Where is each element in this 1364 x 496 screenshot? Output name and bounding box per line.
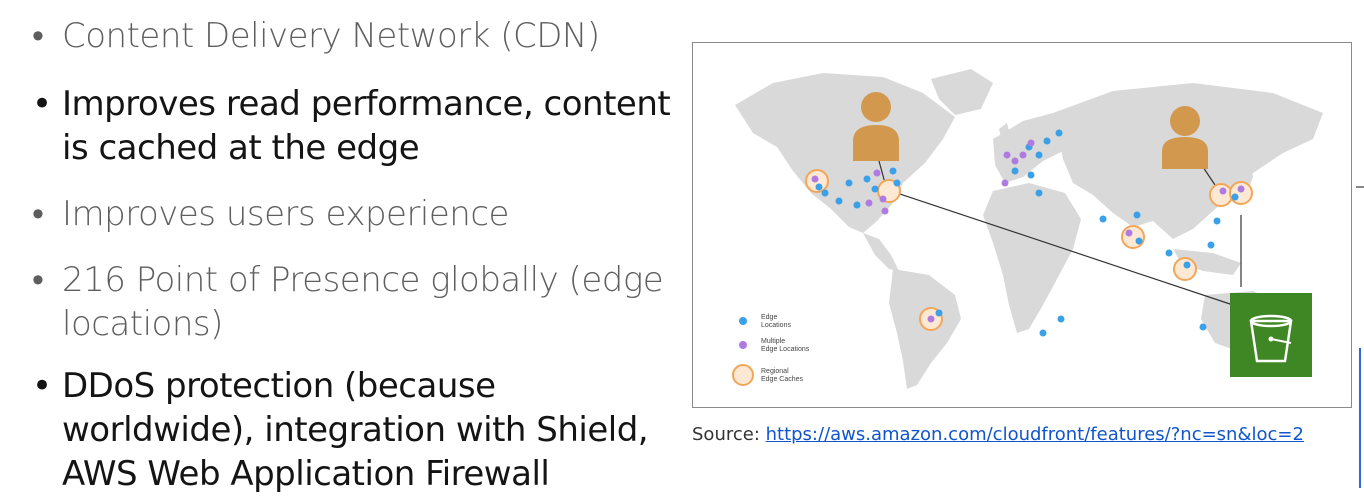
multiple-edge-location-dot: [1219, 187, 1227, 195]
edge-location-dot: [1165, 249, 1173, 257]
bullet-text: 216 Point of Presence globally (edge loc…: [62, 260, 664, 344]
arrow-na-to-bucket: [884, 188, 1234, 306]
edge-location-dot: [1199, 323, 1207, 331]
source-link[interactable]: https://aws.amazon.com/cloudfront/featur…: [765, 424, 1304, 445]
multiple-edge-locations: [811, 139, 1245, 323]
bullet-text: Content Delivery Network (CDN): [62, 16, 600, 56]
edge-location-dot: [889, 167, 897, 175]
edge-location-dot: [1043, 137, 1051, 145]
uk: [999, 123, 1011, 145]
edge-location-dot: [1133, 211, 1141, 219]
multiple-edge-location-dot: [1237, 185, 1245, 193]
bullet-text: DDoS protection (because worldwide), int…: [62, 366, 649, 494]
greenland: [931, 69, 993, 115]
edge-location-dot: [863, 175, 871, 183]
edge-location-dot: [821, 189, 829, 197]
bullet-dot: •: [32, 366, 52, 406]
central-america: [863, 233, 899, 271]
bullet-cdn: • Content Delivery Network (CDN): [32, 14, 600, 58]
svg-text:Regional Edge Caches: Regional Edge Caches: [761, 368, 804, 383]
multiple-edge-location-dot: [811, 175, 819, 183]
edge-location-dot: [1183, 261, 1191, 269]
edge-location-dot: [1057, 315, 1065, 323]
edge-location-dot: [835, 197, 843, 205]
legend-regional-label-1: Regional: [761, 368, 789, 375]
world-map: Edge Locations Multiple Edge Locations R…: [732, 69, 1323, 389]
source-caption: Source: https://aws.amazon.com/cloudfron…: [692, 424, 1304, 445]
edge-location-dot: [935, 309, 943, 317]
bullet-dot: •: [32, 194, 44, 234]
africa: [983, 183, 1081, 333]
edge-location-dot: [1231, 193, 1239, 201]
edge-location-dot: [1099, 215, 1107, 223]
map-legend: Edge Locations Multiple Edge Locations R…: [732, 314, 810, 386]
legend-multiple-label-2: Edge Locations: [761, 346, 810, 353]
europe: [993, 113, 1073, 183]
edge-location-dot: [1011, 167, 1019, 175]
edge-location-dot: [815, 183, 823, 191]
edge-location-dot: [1039, 329, 1047, 337]
legend-edge-dot: [739, 317, 747, 325]
edge-locations: [815, 129, 1239, 337]
north-america: [735, 73, 955, 233]
bullet-pop: • 216 Point of Presence globally (edge l…: [32, 258, 682, 346]
legend-regional-label-2: Edge Caches: [761, 376, 804, 383]
multiple-edge-location-dot: [1003, 151, 1011, 159]
regional-cache: [1121, 225, 1145, 249]
bullet-user-experience: • Improves users experience: [32, 192, 509, 236]
s3-bucket-icon: [1230, 293, 1312, 377]
bullet-dot: •: [32, 84, 52, 124]
edge-location-dot: [845, 179, 853, 187]
bullet-text: Improves users experience: [62, 194, 509, 234]
bullet-ddos: • DDoS protection (because worldwide), i…: [32, 364, 662, 496]
slide-edge-line: [1359, 348, 1361, 488]
user-icon: [853, 92, 899, 161]
southeast-asia: [1173, 249, 1241, 275]
edge-location-dot: [1027, 171, 1035, 179]
connection-lines: [878, 160, 1242, 306]
edge-location-dot: [1055, 129, 1063, 137]
multiple-edge-location-dot: [879, 195, 887, 203]
bullet-text: Improves read performance, content is ca…: [62, 84, 671, 168]
svg-text:Multiple Edge Location: Multiple Edge Locations: [761, 338, 810, 353]
edge-location-dot: [1207, 241, 1215, 249]
legend-multiple-dot: [739, 341, 747, 349]
regional-cache: [1229, 181, 1253, 205]
legend-regional-ring: [732, 364, 754, 386]
multiple-edge-location-dot: [927, 315, 935, 323]
edge-location-dot: [871, 185, 879, 193]
multiple-edge-location-dot: [1125, 229, 1133, 237]
svg-text:Edge Locations: Edge Locations: [761, 314, 791, 329]
multiple-edge-location-dot: [881, 207, 889, 215]
edge-location-dot: [1213, 217, 1221, 225]
bullet-dot: •: [32, 16, 44, 56]
source-prefix: Source:: [692, 424, 766, 445]
multiple-edge-location-dot: [873, 169, 881, 177]
multiple-edge-location-dot: [1019, 151, 1027, 159]
edge-location-dot: [1135, 237, 1143, 245]
user-icon: [1162, 106, 1208, 169]
multiple-edge-location-dot: [865, 199, 873, 207]
legend-edge-label-1: Edge: [761, 314, 777, 321]
bullet-dot: •: [32, 260, 44, 300]
world-map-figure: Edge Locations Multiple Edge Locations R…: [692, 42, 1352, 408]
multiple-edge-location-dot: [1027, 139, 1035, 147]
edge-location-dot: [893, 179, 901, 187]
edge-location-dot: [1035, 189, 1043, 197]
regional-cache: [1173, 257, 1197, 281]
arrow-user-na: [878, 160, 886, 184]
edge-location-dot: [853, 201, 861, 209]
multiple-edge-location-dot: [1001, 179, 1009, 187]
regional-cache: [1209, 183, 1233, 207]
legend-multiple-label-1: Multiple: [761, 338, 785, 345]
multiple-edge-location-dot: [1011, 157, 1019, 165]
slide-edge-tick: [1356, 186, 1364, 188]
bullet-read-performance: • Improves read performance, content is …: [32, 82, 672, 170]
edge-location-dot: [1035, 151, 1043, 159]
legend-edge-label-2: Locations: [761, 322, 791, 329]
